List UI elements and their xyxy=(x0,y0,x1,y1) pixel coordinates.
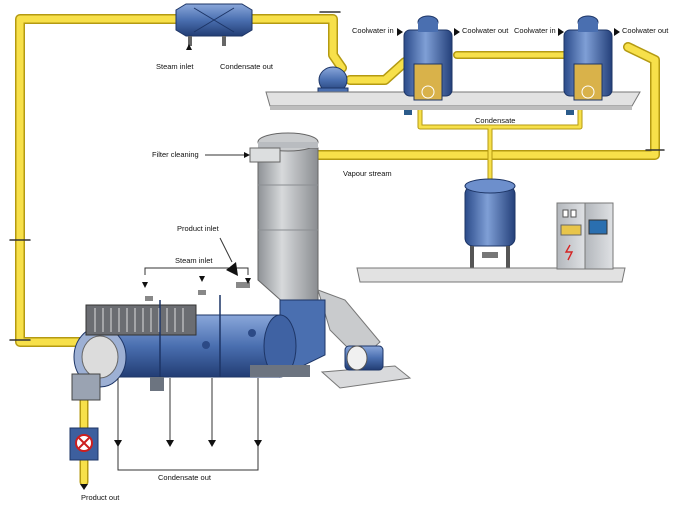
heat-exchanger-icon xyxy=(175,3,253,46)
steam-inlet-arrows xyxy=(142,276,251,288)
coolwater-out-label-2: Coolwater out xyxy=(622,26,669,35)
condensate-out-bottom-label: Condensate out xyxy=(158,473,211,482)
filter-cleaning-pointer xyxy=(205,152,250,158)
receiver-tank-icon xyxy=(464,178,516,268)
steam-inlet-top-arrow xyxy=(186,44,192,50)
coolwater-in-label-2: Coolwater in xyxy=(514,26,556,35)
condenser-icon xyxy=(403,15,453,115)
condenser-icon xyxy=(563,15,613,115)
coolwater-in-label-1: Coolwater in xyxy=(352,26,394,35)
condensate-out-top-label: Condensate out xyxy=(220,62,273,71)
steam-inlet-top-label: Steam inlet xyxy=(156,62,194,71)
product-out-arrow xyxy=(80,484,88,490)
filter-tower-icon xyxy=(249,132,381,361)
paddle-dryer-icon xyxy=(71,282,326,401)
product-inlet-label: Product inlet xyxy=(177,224,219,233)
condensate-label: Condensate xyxy=(475,116,516,125)
upper-platform xyxy=(265,91,641,110)
rotary-valve-icon xyxy=(69,427,99,461)
steam-inlet-lines xyxy=(144,267,249,275)
lower-platform xyxy=(356,267,626,283)
coolwater-out-label-1: Coolwater out xyxy=(462,26,509,35)
product-inlet-pointer xyxy=(219,237,238,276)
steam-inlet-dryer-label: Steam inlet xyxy=(175,256,213,265)
product-out-label: Product out xyxy=(81,493,120,502)
control-panel-icon xyxy=(556,202,614,270)
condensate-out-lines xyxy=(117,378,259,471)
vapour-stream-label: Vapour stream xyxy=(343,169,392,178)
coolwater-arrows xyxy=(397,28,620,36)
motor-icon xyxy=(320,345,412,389)
pipe-network xyxy=(9,11,665,487)
condensate-out-arrows xyxy=(114,440,262,447)
filter-cleaning-label: Filter cleaning xyxy=(152,150,199,159)
